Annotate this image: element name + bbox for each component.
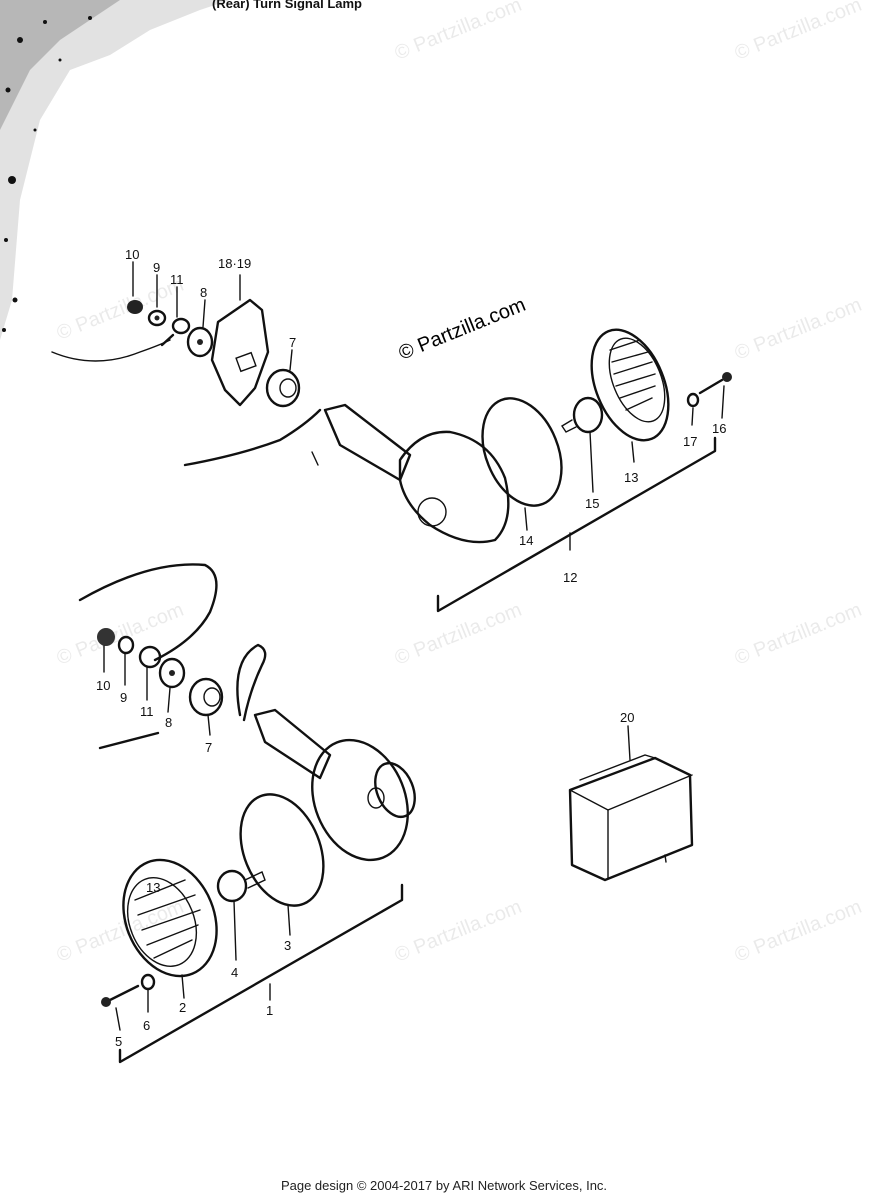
watermark: © Partzilla.com (392, 599, 525, 670)
upper-turn-signal-assembly (51, 298, 732, 613)
lens-2 (122, 858, 218, 978)
wire-lower (78, 563, 218, 662)
label-11-upper: 11 (170, 272, 184, 287)
label-1: 1 (266, 1003, 273, 1018)
watermark-center: © Partzilla.com (396, 294, 529, 365)
label-7-upper: 7 (289, 335, 296, 350)
wire-upper-left (51, 339, 171, 362)
lamp-stem-lower (253, 708, 332, 780)
wire-upper-stem (183, 408, 322, 467)
label-8-lower: 8 (165, 715, 172, 730)
wire-loop (236, 643, 267, 722)
label-4: 4 (231, 965, 238, 980)
grommet-7-upper (265, 368, 301, 408)
bulb-4 (216, 869, 248, 903)
group-line-12 (436, 436, 717, 613)
screw-5 (108, 984, 140, 1002)
watermark: © Partzilla.com (732, 294, 865, 365)
label-8-upper: 8 (200, 285, 207, 300)
label-3: 3 (284, 938, 291, 953)
label-13-upper: 13 (624, 470, 638, 485)
watermarks: © Partzilla.com © Partzilla.com © Partzi… (54, 0, 865, 967)
label-2: 2 (179, 1000, 186, 1015)
flasher-relay-20 (568, 754, 694, 882)
header-title: (Rear) Turn Signal Lamp (212, 0, 362, 11)
page-footer: Page design © 2004-2017 by ARI Network S… (280, 1178, 608, 1193)
nut-10-lower (97, 628, 115, 646)
terminal-11-lower (138, 645, 162, 669)
label-16: 16 (712, 421, 726, 436)
label-13-lower: 13 (146, 880, 160, 895)
label-11-lower: 11 (140, 704, 154, 719)
gasket-14 (481, 397, 563, 507)
wire-lower-end (98, 731, 160, 750)
group-line-1 (118, 883, 404, 1064)
label-5: 5 (115, 1034, 122, 1049)
label-10-upper: 10 (125, 247, 139, 262)
screw-16 (698, 378, 724, 395)
gasket-3 (239, 793, 325, 907)
watermark: © Partzilla.com (54, 274, 187, 345)
label-6: 6 (143, 1018, 150, 1033)
lower-turn-signal-assembly (78, 563, 416, 1064)
watermark: © Partzilla.com (732, 0, 865, 65)
bulb-15 (572, 396, 604, 434)
label-12: 12 (563, 570, 577, 585)
label-14: 14 (519, 533, 533, 548)
watermark: © Partzilla.com (54, 896, 187, 967)
label-18-19: 18·19 (218, 256, 251, 271)
label-10-lower: 10 (96, 678, 110, 693)
nut-10-upper (127, 300, 143, 314)
terminal-11-upper (160, 333, 175, 347)
watermark: © Partzilla.com (392, 0, 525, 65)
washer-8-upper (186, 326, 214, 358)
grommet-7-lower (188, 677, 224, 717)
label-17: 17 (683, 434, 697, 449)
washer-9-upper (147, 309, 167, 327)
washer-8-lower (158, 657, 186, 689)
part-number-labels: 10 9 11 8 18·19 7 13 14 15 12 17 16 10 9… (96, 247, 726, 1049)
lens-13-upper (590, 328, 670, 442)
washer-17 (686, 392, 700, 408)
bracket-18-19 (210, 298, 270, 407)
leader-lines (103, 261, 725, 1031)
label-20: 20 (620, 710, 634, 725)
watermark: © Partzilla.com (732, 896, 865, 967)
watermark: © Partzilla.com (732, 599, 865, 670)
washer-6 (140, 973, 156, 991)
watermark: © Partzilla.com (392, 896, 525, 967)
lamp-housing-lower (311, 738, 409, 862)
label-7-lower: 7 (205, 740, 212, 755)
scan-noise: (Rear) Turn Signal Lamp (0, 0, 362, 340)
label-9-lower: 9 (120, 690, 127, 705)
lamp-housing-upper (398, 430, 510, 544)
washer-9-lower (117, 635, 135, 655)
lamp-stem-upper (323, 403, 412, 482)
label-15: 15 (585, 496, 599, 511)
label-9-upper: 9 (153, 260, 160, 275)
